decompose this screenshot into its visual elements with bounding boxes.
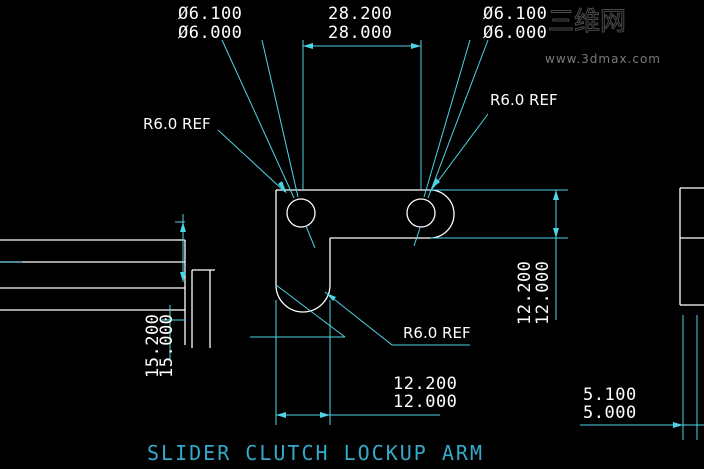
dim-hole-spacing: 28.200 28.000 [302,4,422,190]
dim-hole-left-max: Ø6.100 [178,4,242,24]
radius-lower-label: R6.0 REF [403,324,471,342]
dim-hole-left-diameter: Ø6.100 Ø6.000 [178,4,316,249]
dim-height-left-max: 15.200 [143,314,163,378]
part-outline [250,189,455,338]
dim-thickness-min: 5.000 [583,403,637,423]
dim-hole-right-max: Ø6.100 [483,4,547,24]
dim-hole-left-min: Ø6.000 [178,23,242,43]
dim-width: 12.200 12.000 [275,300,457,425]
dim-width-max: 12.200 [393,374,457,394]
radius-upper-right: R6.0 REF [429,91,558,193]
dim-thickness-max: 5.100 [583,385,637,405]
dim-hole-right-diameter: Ø6.100 Ø6.000 [413,4,547,247]
radius-upper-right-label: R6.0 REF [490,91,558,109]
dim-hole-spacing-max: 28.200 [328,4,392,24]
dim-width-min: 12.000 [393,392,457,412]
dim-thickness: 5.100 5.000 [583,385,637,423]
dim-height-right: 12.200 12.000 [430,189,568,325]
right-side-view [580,187,704,440]
watermark-chinese: 三维网 [548,7,626,37]
watermark-url: www.3dmax.com [545,52,661,66]
hole-left [286,198,316,228]
dim-height-right-min: 12.000 [533,261,553,325]
dim-height-left: 15.200 15.000 [143,214,186,378]
hole-right [406,198,436,228]
radius-upper-left-label: R6.0 REF [143,115,211,133]
left-side-view [0,239,215,348]
radius-upper-left: R6.0 REF [143,115,287,194]
drawing-title: SLIDER CLUTCH LOCKUP ARM [147,441,484,465]
dim-height-left-min: 15.000 [157,314,177,378]
dim-hole-spacing-min: 28.000 [328,23,392,43]
radius-lower: R6.0 REF [324,291,471,346]
dim-hole-right-min: Ø6.000 [483,23,547,43]
dim-height-right-max: 12.200 [515,261,535,325]
